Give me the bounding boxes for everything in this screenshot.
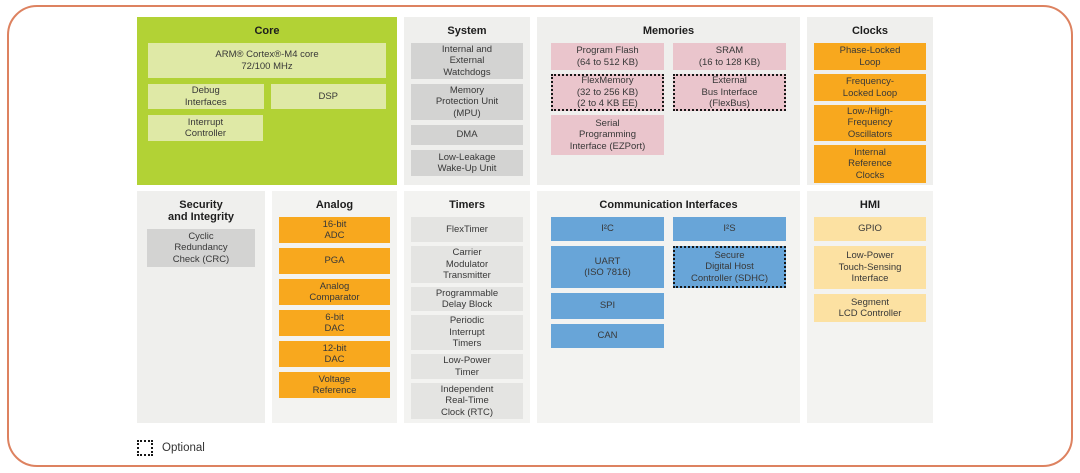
section-system: System Internal and External Watchdogs M… [404,17,530,185]
optional-legend: Optional [137,440,205,456]
block-arm-cortex-m4-core: ARM® Cortex®-M4 core 72/100 MHz [148,43,386,78]
block-gpio: GPIO [814,217,926,241]
section-security: Security and Integrity Cyclic Redundancy… [137,191,265,423]
section-memories: Memories Program Flash (64 to 512 KB) Fl… [537,17,800,185]
clocks-blocks: Phase-Locked Loop Frequency- Locked Loop… [807,43,933,183]
block-6bit-dac: 6-bit DAC [279,310,390,336]
block-pga: PGA [279,248,390,274]
block-12bit-dac: 12-bit DAC [279,341,390,367]
block-fll: Frequency- Locked Loop [814,74,926,101]
memories-right-column: SRAM (16 to 128 KB) External Bus Interfa… [673,43,786,155]
section-system-title: System [447,25,487,37]
section-clocks-title: Clocks [851,25,889,37]
block-dsp: DSP [270,84,386,109]
communication-right-column: I²S Secure Digital Host Controller (SDHC… [673,217,786,348]
section-core: Core ARM® Cortex®-M4 core 72/100 MHz Deb… [137,17,397,185]
block-internal-reference-clocks: Internal Reference Clocks [814,145,926,183]
block-uart: UART (ISO 7816) [551,246,664,288]
block-ezport: Serial Programming Interface (EZPort) [551,115,664,155]
optional-legend-label: Optional [162,442,205,454]
diagram-board: Core ARM® Cortex®-M4 core 72/100 MHz Deb… [137,17,933,423]
block-oscillators: Low-/High- Frequency Oscillators [814,105,926,141]
block-crc: Cyclic Redundancy Check (CRC) [147,229,255,267]
memories-blocks: Program Flash (64 to 512 KB) FlexMemory … [537,43,800,155]
security-analog-group: Security and Integrity Cyclic Redundancy… [137,191,397,423]
block-flextimer: FlexTimer [411,217,523,242]
section-hmi: HMI GPIO Low-Power Touch-Sensing Interfa… [807,191,933,423]
section-analog-title: Analog [315,199,354,211]
block-debug-interfaces: Debug Interfaces [148,84,264,109]
section-analog: Analog 16-bit ADC PGA Analog Comparator … [272,191,397,423]
section-clocks: Clocks Phase-Locked Loop Frequency- Lock… [807,17,933,185]
optional-dotted-box-icon [137,440,153,456]
timers-blocks: FlexTimer Carrier Modulator Transmitter … [404,217,530,419]
block-watchdogs: Internal and External Watchdogs [411,43,523,79]
block-dma: DMA [411,125,523,145]
section-timers-title: Timers [449,199,485,211]
block-llwu: Low-Leakage Wake-Up Unit [411,150,523,176]
core-row: Debug Interfaces DSP [148,84,386,109]
hmi-blocks: GPIO Low-Power Touch-Sensing Interface S… [807,217,933,322]
block-sdhc: Secure Digital Host Controller (SDHC) [673,246,786,288]
block-carrier-modulator-transmitter: Carrier Modulator Transmitter [411,246,523,283]
section-core-title: Core [254,25,280,37]
section-communication-interfaces: Communication Interfaces I²C UART (ISO 7… [537,191,800,423]
block-spi: SPI [551,293,664,319]
block-can: CAN [551,324,664,348]
block-program-flash: Program Flash (64 to 512 KB) [551,43,664,70]
block-16bit-adc: 16-bit ADC [279,217,390,243]
block-programmable-delay-block: Programmable Delay Block [411,287,523,311]
block-voltage-reference: Voltage Reference [279,372,390,398]
analog-blocks: 16-bit ADC PGA Analog Comparator 6-bit D… [272,217,397,398]
block-mpu: Memory Protection Unit (MPU) [411,84,523,120]
system-blocks: Internal and External Watchdogs Memory P… [404,43,530,176]
security-blocks: Cyclic Redundancy Check (CRC) [137,229,265,267]
section-timers: Timers FlexTimer Carrier Modulator Trans… [404,191,530,423]
memories-left-column: Program Flash (64 to 512 KB) FlexMemory … [551,43,664,155]
block-flexbus: External Bus Interface (FlexBus) [673,74,786,111]
section-hmi-title: HMI [859,199,881,211]
block-i2s: I²S [673,217,786,241]
communication-blocks: I²C UART (ISO 7816) SPI CAN I²S Secure D… [537,217,800,348]
core-blocks: ARM® Cortex®-M4 core 72/100 MHz Debug In… [148,43,386,141]
block-segment-lcd-controller: Segment LCD Controller [814,294,926,322]
communication-left-column: I²C UART (ISO 7816) SPI CAN [551,217,664,348]
section-communication-title: Communication Interfaces [599,199,738,211]
block-i2c: I²C [551,217,664,241]
block-periodic-interrupt-timers: Periodic Interrupt Timers [411,315,523,350]
block-touch-sensing-interface: Low-Power Touch-Sensing Interface [814,246,926,289]
block-sram: SRAM (16 to 128 KB) [673,43,786,70]
block-rtc: Independent Real-Time Clock (RTC) [411,383,523,419]
block-pll: Phase-Locked Loop [814,43,926,70]
diagram-frame-border [7,5,1073,467]
block-flexmemory: FlexMemory (32 to 256 KB) (2 to 4 KB EE) [551,74,664,111]
block-analog-comparator: Analog Comparator [279,279,390,305]
section-memories-title: Memories [642,25,695,37]
block-interrupt-controller: Interrupt Controller [148,115,263,141]
section-security-title: Security and Integrity [167,199,234,223]
block-low-power-timer: Low-Power Timer [411,354,523,379]
